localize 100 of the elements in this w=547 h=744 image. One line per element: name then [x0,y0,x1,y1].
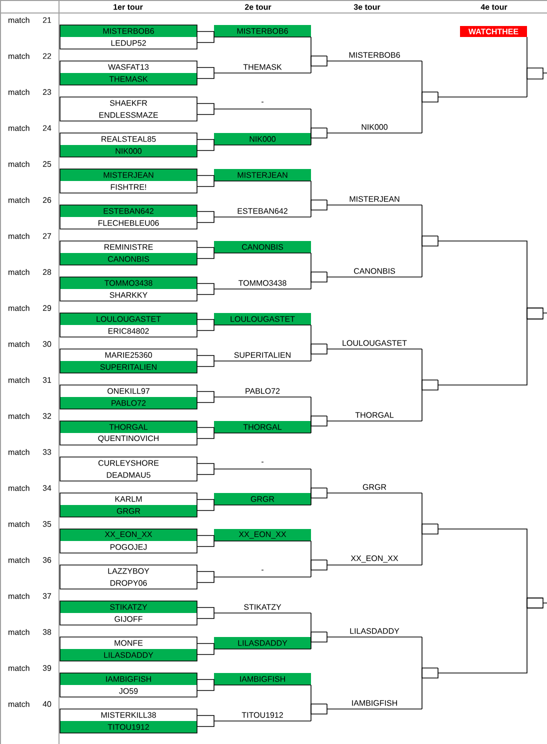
winner-slot: LILASDADDY [214,637,312,650]
match-label: match [8,557,30,563]
match-number: 36 [42,557,52,563]
player-slot: LOULOUGASTET [326,340,422,350]
match-label: match [8,413,30,419]
match-box: ONEKILL97 PABLO72 [60,384,198,410]
bracket-connector [196,175,214,187]
bracket-connector [196,67,214,79]
bracket-connector [310,324,328,354]
bracket-connector [422,380,438,422]
winner-slot: MISTERJEAN [214,169,312,182]
winner-slot: GRGR [214,493,312,506]
match-box: REMINISTRE CANONBIS [60,240,198,266]
match-label: match [8,377,30,383]
bracket-connector [196,679,214,691]
column-header: 4e tour [480,4,508,10]
match-box: MISTERJEAN FISHTRE! [60,168,198,194]
match-label: match [8,665,30,671]
match-number: 26 [42,197,52,203]
match-box: STIKATZY GIJOFF [60,600,198,626]
match-label: match [8,629,30,635]
match-label: match [8,485,30,491]
bracket-connector [310,344,328,362]
match-box: THORGAL QUENTINOVICH [60,420,198,446]
bracket-connector [196,391,214,403]
bracket-connector [422,348,438,390]
bracket-connector [310,560,328,578]
bracket-connector [310,56,328,74]
bracket-connector [196,103,214,115]
bracket-connector [310,180,328,210]
match-box: MISTERBOB6 LEDUP52 [60,24,198,50]
player-slot: - [214,102,312,110]
bracket-connector [196,535,214,547]
bracket-connector [196,715,214,727]
bracket-connector [196,319,214,331]
match-box: LOULOUGASTET ERIC84802 [60,312,198,338]
match-box: KARLM GRGR [60,492,198,518]
bracket-connector [196,571,214,583]
winner-slot: XX_EON_XX [214,529,312,542]
match-label: match [8,125,30,131]
player-slot: MISTERJEAN [326,196,422,206]
player-slot: PABLO72 [214,388,312,398]
player-slot: STIKATZY [214,604,312,614]
match-box: IAMBIGFISH JO59 [60,672,198,698]
bracket-connector [310,468,328,498]
match-box: REALSTEAL85 NIK000 [60,132,198,158]
match-box: SHAEKFR ENDLESSMAZE [60,96,198,122]
column-header: 1er tour [114,4,143,10]
bracket-connector [310,128,328,146]
bracket-connector [196,139,214,151]
player-slot: LILASDADDY [326,628,422,638]
column-header: 3e tour [354,4,380,10]
winner-slot: LOULOUGASTET [214,313,312,326]
bracket-connector [196,427,214,439]
winner-slot: IAMBIGFISH [214,673,312,686]
player-slot: XX_EON_XX [326,555,422,566]
player-slot: GRGR [326,484,422,494]
bracket-connector [310,704,328,722]
player-slot: SUPERITALIEN [214,352,312,362]
match-number: 40 [42,701,52,707]
bracket-connector [422,60,438,102]
match-box: MONFE LILASDADDY [60,636,198,662]
bracket-connector [310,200,328,218]
player-slot: - [214,462,312,470]
player-slot: NIK000 [326,124,422,134]
bracket-connector [196,607,214,619]
winner-slot: CANONBIS [214,241,312,254]
bracket-connector [422,92,438,134]
match-number: 32 [42,413,52,419]
bracket-connector [310,416,328,434]
match-box: ESTEBAN642 FLECHEBLEU06 [60,204,198,230]
bracket-connector [310,684,328,714]
match-box: LAZZYBOY DROPY06 [60,564,198,590]
match-box: CURLEYSHORE DEADMAU5 [60,456,198,482]
match-box: MISTERKILL38 TITOU1912 [60,708,198,734]
match-number: 28 [42,269,52,275]
bracket-connector [196,643,214,655]
bracket-connector [422,636,438,678]
match-box: MARIE25360 SUPERITALIEN [60,348,198,374]
match-box: TOMMO3438 SHARKKY [60,276,198,302]
match-label: match [8,521,30,527]
bracket-connector [422,492,438,534]
bracket-connector [196,463,214,475]
bracket-connector [196,211,214,223]
match-label: match [8,341,30,347]
match-box: WASFAT13 THEMASK [60,60,198,86]
player-slot: TITOU1912 [214,712,312,722]
bracket-connector [196,355,214,367]
match-label: match [8,89,30,95]
winner-slot: THORGAL [214,421,312,434]
bracket-connector [422,236,438,278]
bracket-connector [526,36,528,98]
match-number: 35 [42,521,52,527]
match-label: match [8,233,30,239]
winner-slot: MISTERBOB6 [214,25,312,38]
match-label: match [8,305,30,311]
bracket-connector [310,396,328,426]
match-label: match [8,197,30,203]
match-number: 27 [42,233,52,239]
column-header: 2e tour [244,4,272,10]
